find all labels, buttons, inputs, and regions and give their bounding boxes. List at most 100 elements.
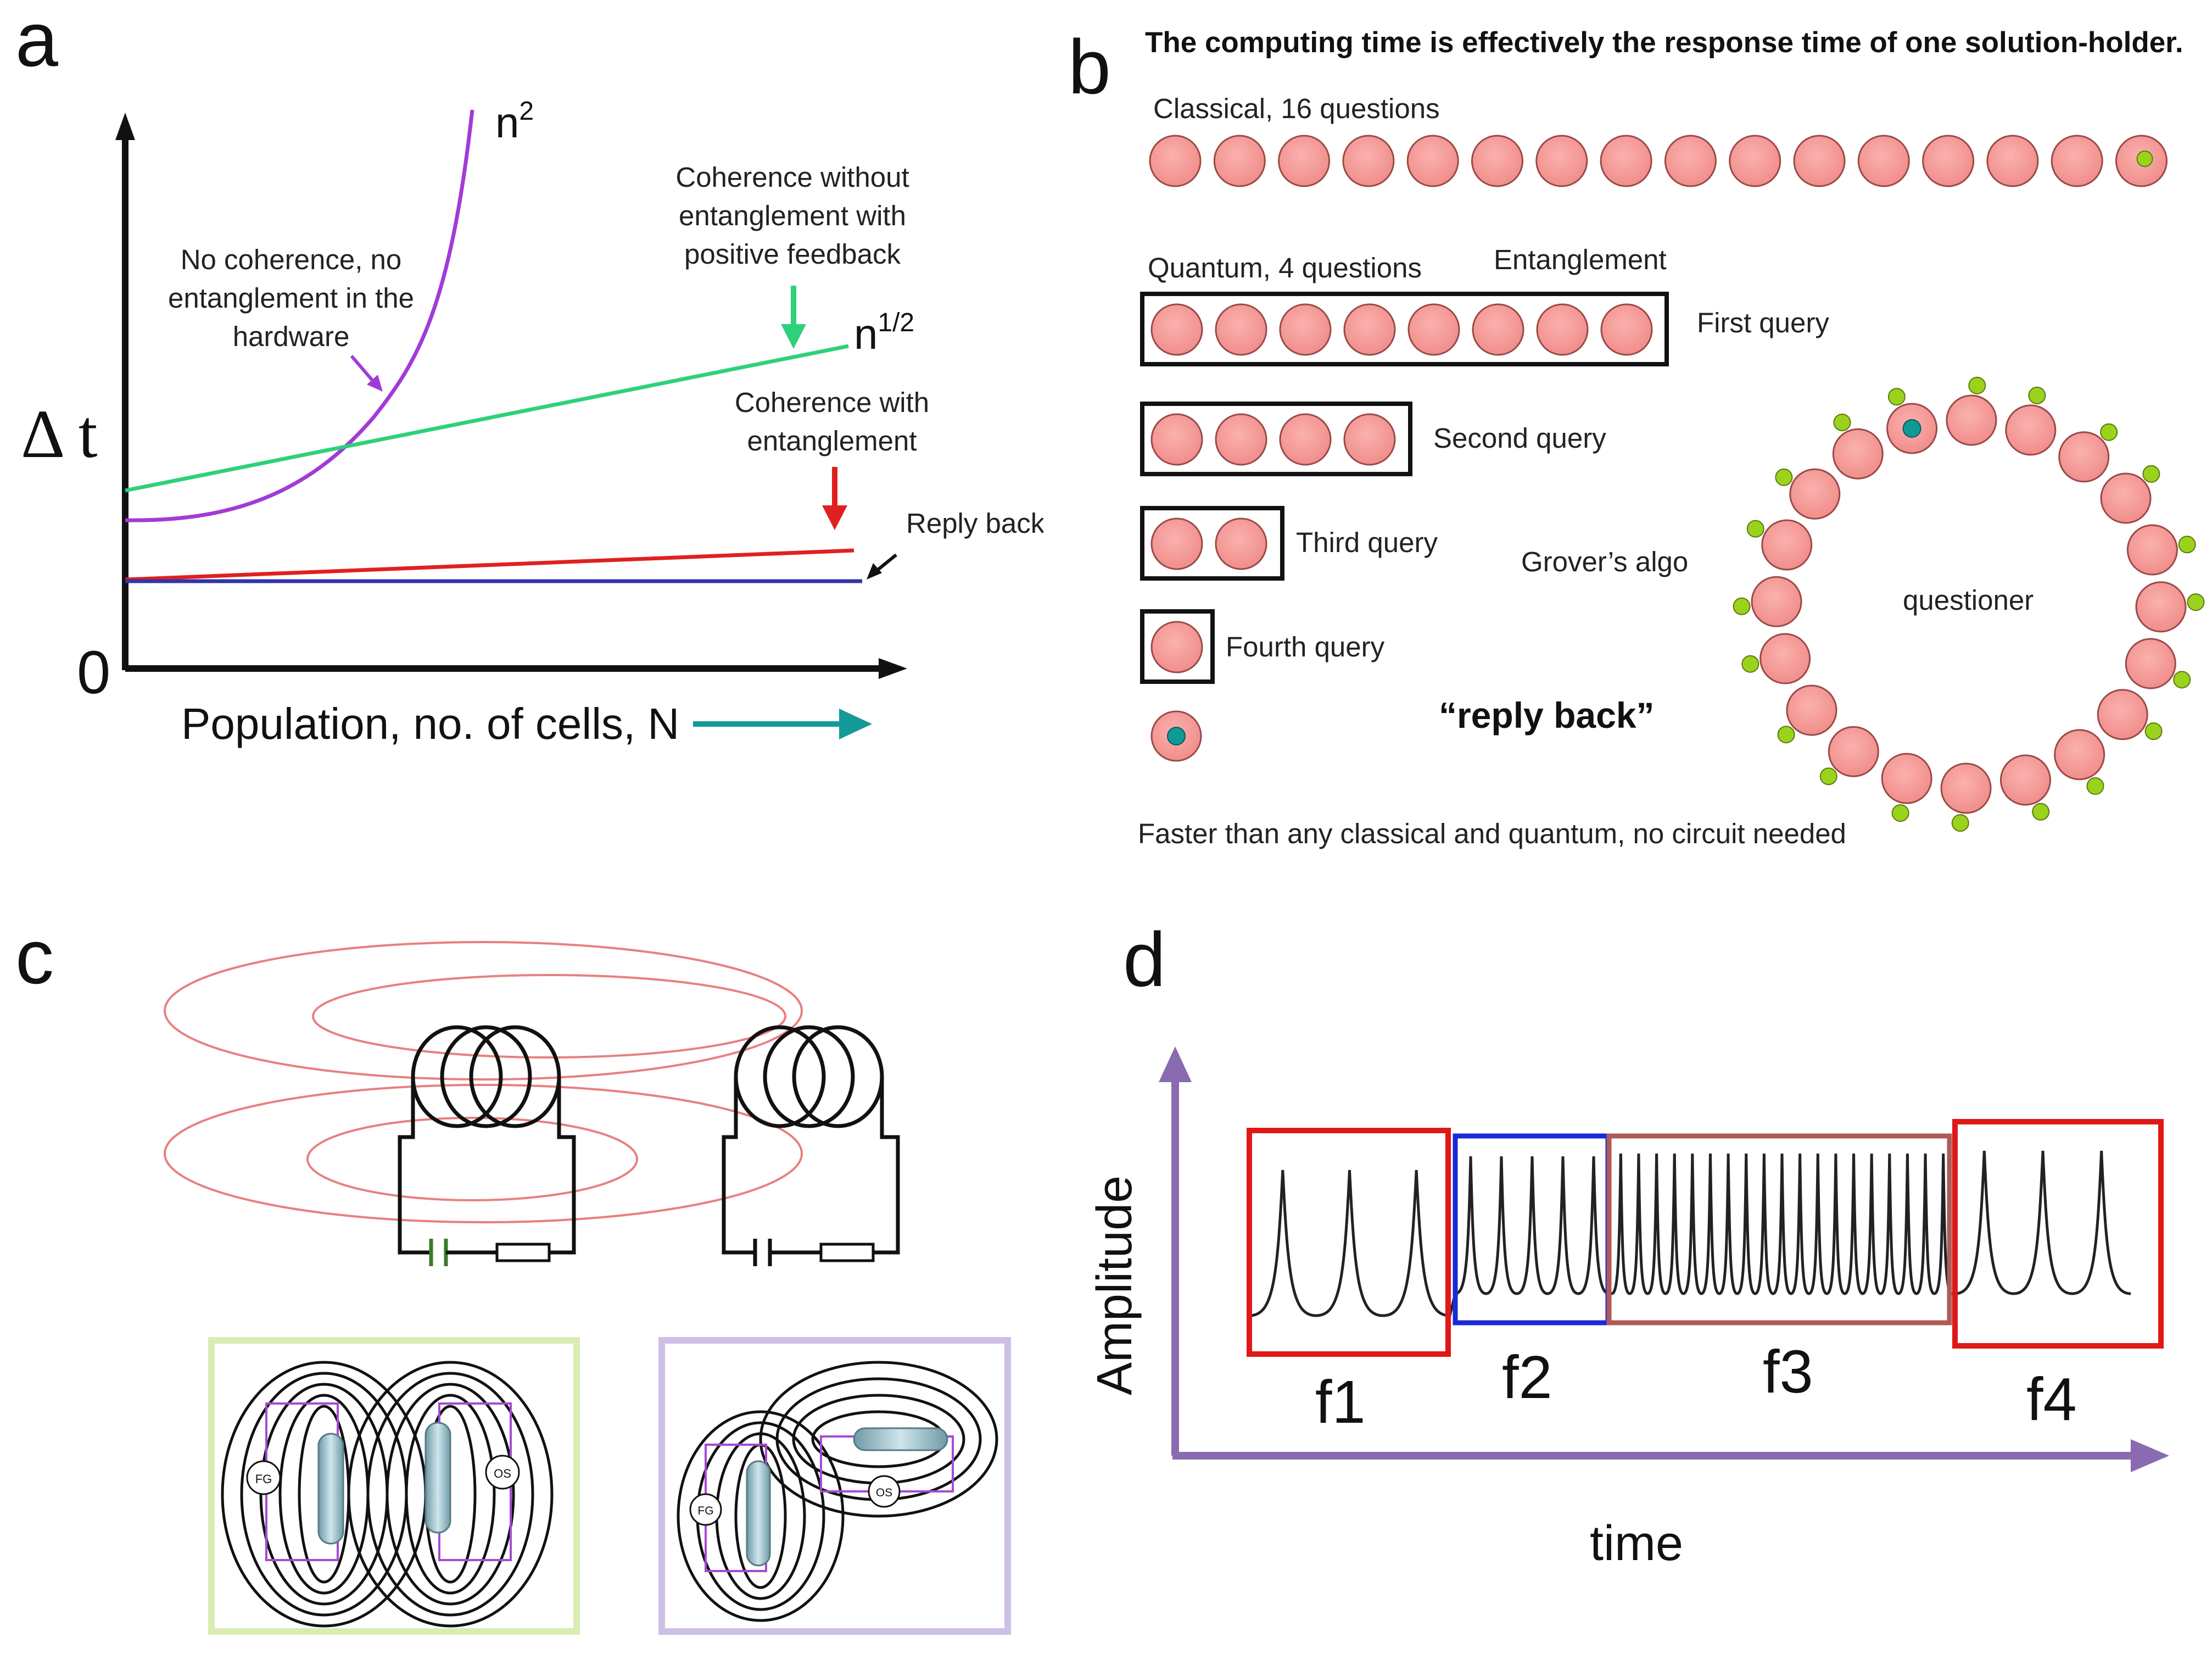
annotation-no-coherence: No coherence, no entanglement in the har… (168, 244, 414, 392)
green-dot (2028, 386, 2046, 404)
fg-circle (689, 1493, 722, 1526)
entanglement-line (125, 548, 854, 582)
f4-box (1952, 1119, 2164, 1349)
annotation-coherence-without: Coherence without entanglement with posi… (675, 161, 909, 349)
annotation-line: Coherence without (675, 161, 909, 193)
resistor (819, 1243, 875, 1262)
n2-curve (125, 109, 474, 522)
panel-d-letter: d (1123, 916, 1166, 1003)
cell (1761, 519, 1813, 571)
coil-loop (763, 1025, 855, 1128)
field-loop (759, 1361, 998, 1518)
cell (1857, 135, 1910, 187)
cell (1279, 303, 1332, 356)
right-cylinder (853, 1427, 948, 1451)
wire (722, 1077, 755, 1255)
field-line (312, 974, 786, 1059)
second-query-label: Second query (1433, 422, 1606, 454)
solution-dot (1167, 727, 1186, 745)
f2-label: f2 (1502, 1344, 1552, 1411)
fourth-query-cells (1150, 621, 1203, 673)
cell (1536, 303, 1589, 356)
os-circle (485, 1455, 520, 1490)
annotation-line: Coherence with (735, 387, 929, 418)
field-line (164, 1084, 803, 1223)
green-dot (1951, 814, 1969, 832)
cell (1472, 303, 1524, 356)
os-label: OS (876, 1486, 892, 1499)
left-field-box: FG OS (208, 1337, 580, 1635)
cell (2058, 431, 2110, 483)
green-dot (2178, 536, 2196, 554)
left-circuit (398, 1025, 576, 1266)
cell (1150, 621, 1203, 673)
cell (1343, 413, 1396, 466)
cell (1922, 135, 1975, 187)
os-circle (868, 1475, 901, 1508)
resistor (495, 1243, 551, 1262)
panel-d-x-arrowhead (2131, 1439, 2169, 1472)
second-query-box (1140, 402, 1412, 476)
wire (549, 1077, 576, 1255)
cell (1213, 135, 1266, 187)
classical-row (1149, 135, 2168, 187)
annotation-line: positive feedback (684, 238, 901, 270)
field-loop (677, 1410, 845, 1622)
f3-label: f3 (1763, 1338, 1813, 1406)
field-loops (221, 1361, 554, 1628)
cell (2135, 581, 2187, 633)
reply-back-clip: Reply back (906, 508, 1045, 539)
cell (1150, 517, 1203, 570)
third-query-label: Third query (1296, 527, 1438, 558)
annotation-line: No coherence, no (181, 244, 402, 275)
os-label: OS (494, 1467, 511, 1480)
panel-a: a Δ t 0 Population, no. of cells, N n2 n… (15, 0, 1045, 748)
first-query-box (1140, 292, 1669, 366)
cell (2097, 689, 2148, 740)
signal-trace (1249, 1150, 2131, 1317)
annotation-arrow (350, 355, 377, 385)
cell (2005, 404, 2057, 456)
cell (1828, 726, 1879, 777)
questioner-ring (1733, 376, 2205, 832)
field-loop (386, 1383, 515, 1606)
panel-b-letter: b (1068, 24, 1111, 110)
field-loops (677, 1361, 998, 1622)
field-loop (405, 1394, 496, 1595)
annotation-coherence-with: Coherence with entanglement (735, 387, 929, 530)
cell (1343, 303, 1396, 356)
green-dot (1887, 388, 1906, 406)
cell (1600, 135, 1652, 187)
third-query-cells (1150, 517, 1267, 570)
grover-label: Grover’s algo (1521, 546, 1688, 577)
green-dot (1819, 767, 1837, 786)
cell (1986, 135, 2039, 187)
reply-back-label: Reply back (906, 508, 1045, 539)
cell (1664, 135, 1717, 187)
entanglement-label: Entanglement (1494, 244, 1667, 275)
left-cylinder (746, 1460, 771, 1567)
third-query-box (1140, 506, 1284, 581)
cell (1471, 135, 1523, 187)
cell (1759, 633, 1811, 684)
cell (1786, 684, 1837, 736)
panel-b-footer: Faster than any classical and quantum, n… (1138, 818, 1846, 849)
solution-dot (2136, 151, 2153, 167)
cell (1946, 394, 1997, 446)
first-query-cells (1150, 303, 1653, 356)
annotation-line: entanglement in the (168, 282, 414, 314)
annotation-line: entanglement with (679, 200, 906, 231)
cell (2125, 638, 2176, 689)
cell (1215, 303, 1267, 356)
cell (2051, 135, 2103, 187)
field-loop (366, 1372, 534, 1617)
cell (1406, 135, 1459, 187)
annotation-arrowhead (367, 375, 383, 392)
panel-a-origin-label: 0 (77, 639, 110, 706)
wire (398, 1077, 431, 1255)
solution-dot (1902, 419, 1921, 438)
right-circuit (722, 1025, 900, 1266)
cell (1215, 413, 1267, 466)
cell (1150, 413, 1203, 466)
